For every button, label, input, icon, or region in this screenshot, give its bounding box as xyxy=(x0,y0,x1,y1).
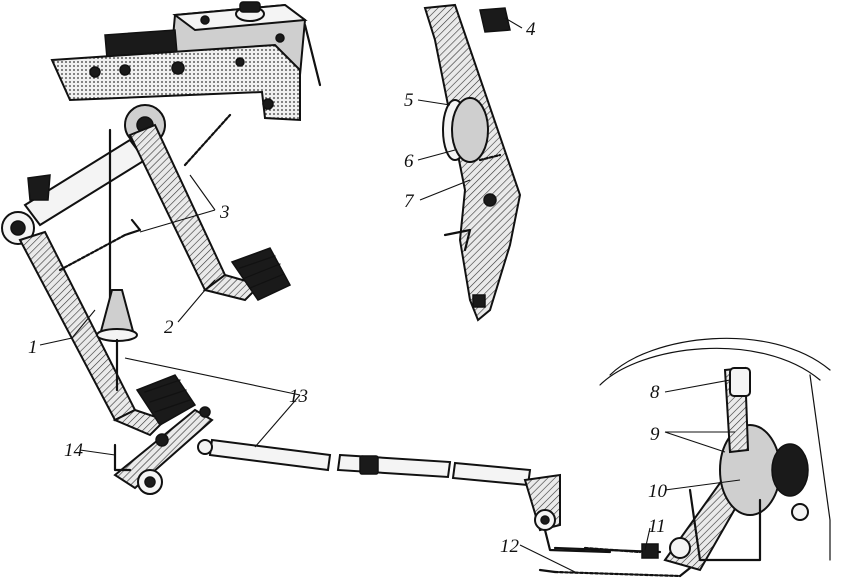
label-14: 14 xyxy=(64,440,84,461)
clutch-housing xyxy=(599,337,831,572)
label-2: 2 xyxy=(164,317,174,338)
label-4: 4 xyxy=(526,19,536,40)
label-13: 13 xyxy=(289,386,308,407)
label-7: 7 xyxy=(404,191,415,212)
label-12: 12 xyxy=(500,536,520,557)
label-1: 1 xyxy=(28,337,38,358)
detail-inset xyxy=(423,3,522,322)
label-5: 5 xyxy=(404,90,414,111)
lower-linkage xyxy=(113,406,214,495)
label-8: 8 xyxy=(650,382,660,403)
label-10: 10 xyxy=(648,481,668,502)
clutch-cable xyxy=(197,438,532,487)
brake-pedal xyxy=(128,123,292,302)
pushrod-boot xyxy=(96,128,138,392)
label-3: 3 xyxy=(219,202,230,223)
return-spring-lower xyxy=(538,566,692,578)
return-springs xyxy=(58,113,232,272)
adjusting-rod xyxy=(553,543,662,559)
part-labels: 1 2 3 4 5 6 7 8 9 10 11 12 13 14 xyxy=(28,19,668,557)
label-11: 11 xyxy=(648,516,666,537)
clutch-pedal xyxy=(18,230,197,437)
pedal-shaft xyxy=(1,104,166,245)
mounting-bracket xyxy=(50,43,301,122)
label-9: 9 xyxy=(650,424,660,445)
label-6: 6 xyxy=(404,151,414,172)
relay-lever xyxy=(523,473,612,554)
leader-lines xyxy=(39,17,741,573)
